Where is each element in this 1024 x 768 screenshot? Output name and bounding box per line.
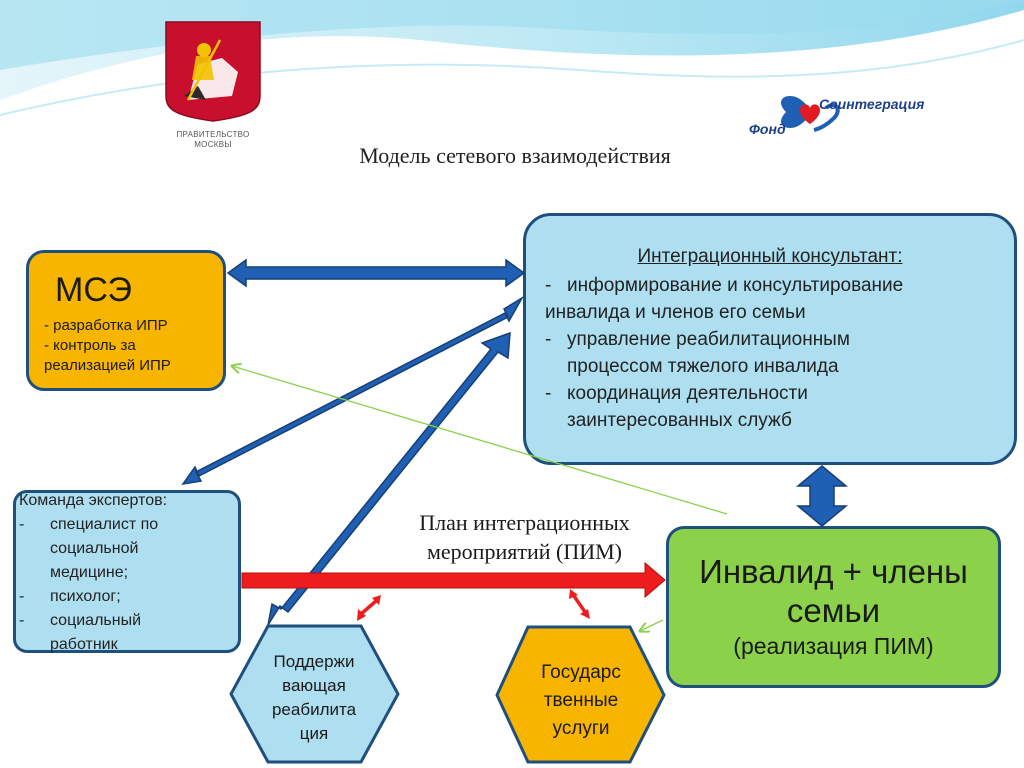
- experts-item-line: социальной: [50, 540, 139, 557]
- experts-item-line: специалист по: [50, 516, 159, 533]
- services-plan-small-arrow: [569, 589, 590, 619]
- consultant-experts-arrow: [181, 295, 525, 486]
- consultant-list: - информирование и консультирование инва…: [545, 272, 1005, 434]
- mse-line: реализацией ИПР: [44, 357, 171, 374]
- rehab-plan-small-arrow: [357, 595, 381, 621]
- list-dash: -: [545, 275, 552, 296]
- experts-box: [13, 490, 241, 653]
- list-dash: -: [19, 588, 25, 605]
- consultant-item-line: инвалида и членов его семьи: [545, 302, 806, 323]
- consultant-item-line: процессом тяжелого инвалида: [567, 356, 839, 377]
- plan-label-line2: мероприятий (ПИМ): [426, 539, 622, 564]
- support-rehab-line: Поддержи: [273, 652, 355, 671]
- list-dash: -: [19, 516, 25, 533]
- support-rehab-line: вающая: [282, 676, 346, 695]
- consultant-family-arrow: [795, 465, 849, 527]
- experts-item: - социальный работник: [19, 609, 234, 657]
- family-title-line1: Инвалид + члены: [699, 553, 968, 590]
- mse-line: - разработка ИПР: [44, 317, 168, 334]
- plan-arrow: [241, 561, 666, 599]
- mse-title: МСЭ: [55, 271, 132, 309]
- support-rehab-line: ция: [299, 724, 329, 743]
- header-waves: [0, 0, 1024, 116]
- consultant-item: - управление реабилитационным процессом …: [545, 326, 1005, 380]
- government-label-line2: МОСКВЫ: [194, 140, 232, 149]
- fund-word-1: Фонд: [749, 121, 786, 137]
- family-title-line2: семьи: [786, 592, 881, 629]
- family-subtitle: (реализация ПИМ): [733, 633, 934, 659]
- family-box: [666, 526, 1001, 688]
- list-dash: -: [19, 612, 25, 629]
- mse-consultant-arrow: [226, 258, 526, 288]
- plan-label-line1: План интеграционных: [419, 510, 630, 535]
- experts-item: - специалист по социальной медицине;: [19, 513, 234, 585]
- consultant-box: [523, 213, 1017, 465]
- family-services-link: [640, 619, 664, 631]
- experts-item: - психолог;: [19, 585, 234, 609]
- state-services-label: Государс твенные услуги: [512, 659, 650, 743]
- plan-label: План интеграционных мероприятий (ПИМ): [382, 508, 667, 566]
- experts-item-line: психолог;: [50, 588, 121, 605]
- list-dash: -: [545, 383, 552, 404]
- mse-line: - контроль за: [44, 337, 136, 354]
- consultant-item-line: координация деятельности: [567, 383, 808, 404]
- state-services-line: услуги: [552, 718, 610, 739]
- consultant-item-line: информирование и консультирование: [567, 275, 904, 296]
- experts-item-line: работник: [50, 636, 118, 653]
- government-label: ПРАВИТЕЛЬСТВО МОСКВЫ: [150, 130, 276, 150]
- consultant-item-line: заинтересованных служб: [567, 410, 792, 431]
- fund-word-2: Соинтеграция: [819, 96, 925, 112]
- government-label-line1: ПРАВИТЕЛЬСТВО: [176, 130, 250, 139]
- state-services-line: твенные: [543, 690, 619, 711]
- consultant-item: - координация деятельности заинтересован…: [545, 380, 1005, 434]
- consultant-rehab-arrow: [267, 331, 511, 626]
- state-services-line: Государс: [541, 662, 621, 683]
- support-rehab-line: реабилита: [271, 700, 357, 719]
- experts-title: Команда экспертов:: [19, 492, 168, 509]
- consultant-item: - информирование и консультирование инва…: [545, 272, 1005, 326]
- consultant-item-line: управление реабилитационным: [567, 329, 850, 350]
- experts-list: - специалист по социальной медицине; - п…: [19, 513, 234, 657]
- list-dash: -: [545, 329, 552, 350]
- experts-item-line: социальный: [50, 612, 142, 629]
- experts-item-line: медицине;: [50, 564, 129, 581]
- page-title: Модель сетевого взаимодействия: [359, 143, 671, 168]
- support-rehab-label: Поддержи вающая реабилита ция: [246, 650, 382, 746]
- consultant-title: Интеграционный консультант:: [637, 246, 903, 267]
